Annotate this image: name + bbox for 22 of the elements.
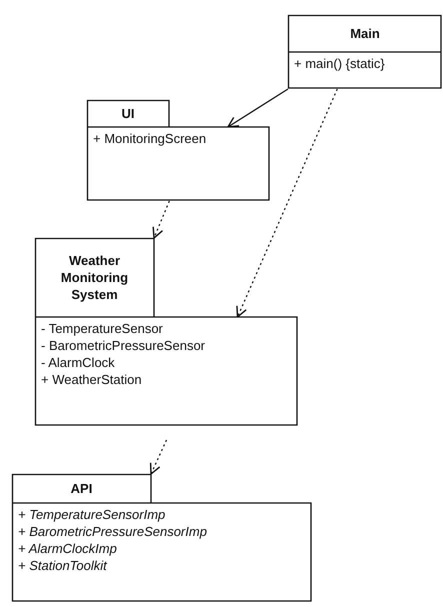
package-member: + WeatherStation [41,371,142,388]
uml-class-box [288,15,442,89]
package-member: + TemperatureSensorImp [18,506,166,523]
package-name: API [70,480,94,497]
package-member: + AlarmClockImp [18,540,117,557]
package-member: - BarometricPressureSensor [41,337,205,354]
dependency-arrow [152,200,170,239]
package-member: + StationToolkit [18,557,107,574]
package-member: - AlarmClock [41,354,115,371]
dependency-arrow [236,88,338,318]
package-name: Weather Monitoring System [60,252,130,303]
uml-package [35,238,298,426]
class-operation: + main() {static} [294,55,385,72]
class-name: Main [349,25,381,42]
package-name: UI [120,105,136,122]
uml-package [87,100,270,201]
package-member: - TemperatureSensor [41,320,163,337]
dependency-arrow [150,440,168,475]
package-member: + BarometricPressureSensorImp [18,523,207,540]
uml-package [12,474,312,602]
association-arrow [227,88,288,128]
package-member: + MonitoringScreen [93,130,206,147]
